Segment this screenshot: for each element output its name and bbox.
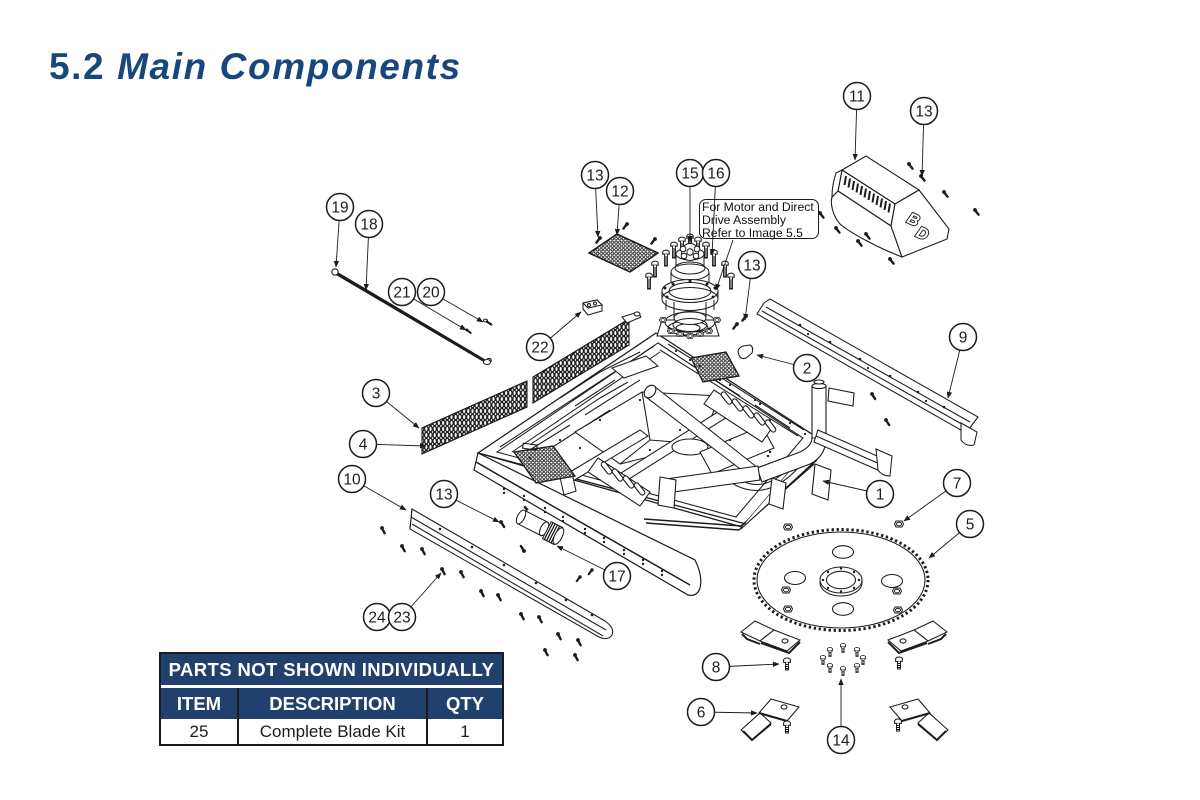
svg-text:2: 2	[803, 361, 812, 378]
svg-text:15: 15	[681, 166, 698, 183]
svg-text:20: 20	[422, 285, 440, 302]
svg-text:19: 19	[331, 200, 348, 217]
svg-text:13: 13	[586, 168, 603, 185]
svg-text:9: 9	[959, 330, 968, 347]
svg-text:22: 22	[531, 340, 548, 357]
svg-text:6: 6	[697, 705, 706, 722]
svg-text:24: 24	[368, 610, 386, 627]
svg-text:13: 13	[743, 258, 760, 275]
svg-text:21: 21	[393, 285, 410, 302]
svg-text:7: 7	[953, 476, 962, 493]
svg-text:4: 4	[359, 437, 368, 454]
svg-text:23: 23	[393, 610, 410, 627]
svg-text:18: 18	[360, 217, 377, 234]
svg-text:11: 11	[849, 89, 865, 106]
svg-text:13: 13	[435, 487, 452, 504]
svg-text:10: 10	[343, 472, 361, 489]
svg-text:13: 13	[915, 104, 932, 121]
svg-text:3: 3	[372, 386, 381, 403]
svg-text:16: 16	[707, 166, 724, 183]
svg-text:8: 8	[712, 660, 721, 677]
svg-text:14: 14	[832, 733, 850, 750]
svg-text:1: 1	[876, 487, 885, 504]
svg-text:17: 17	[608, 569, 625, 586]
svg-text:5: 5	[966, 517, 975, 534]
svg-text:12: 12	[611, 184, 628, 201]
